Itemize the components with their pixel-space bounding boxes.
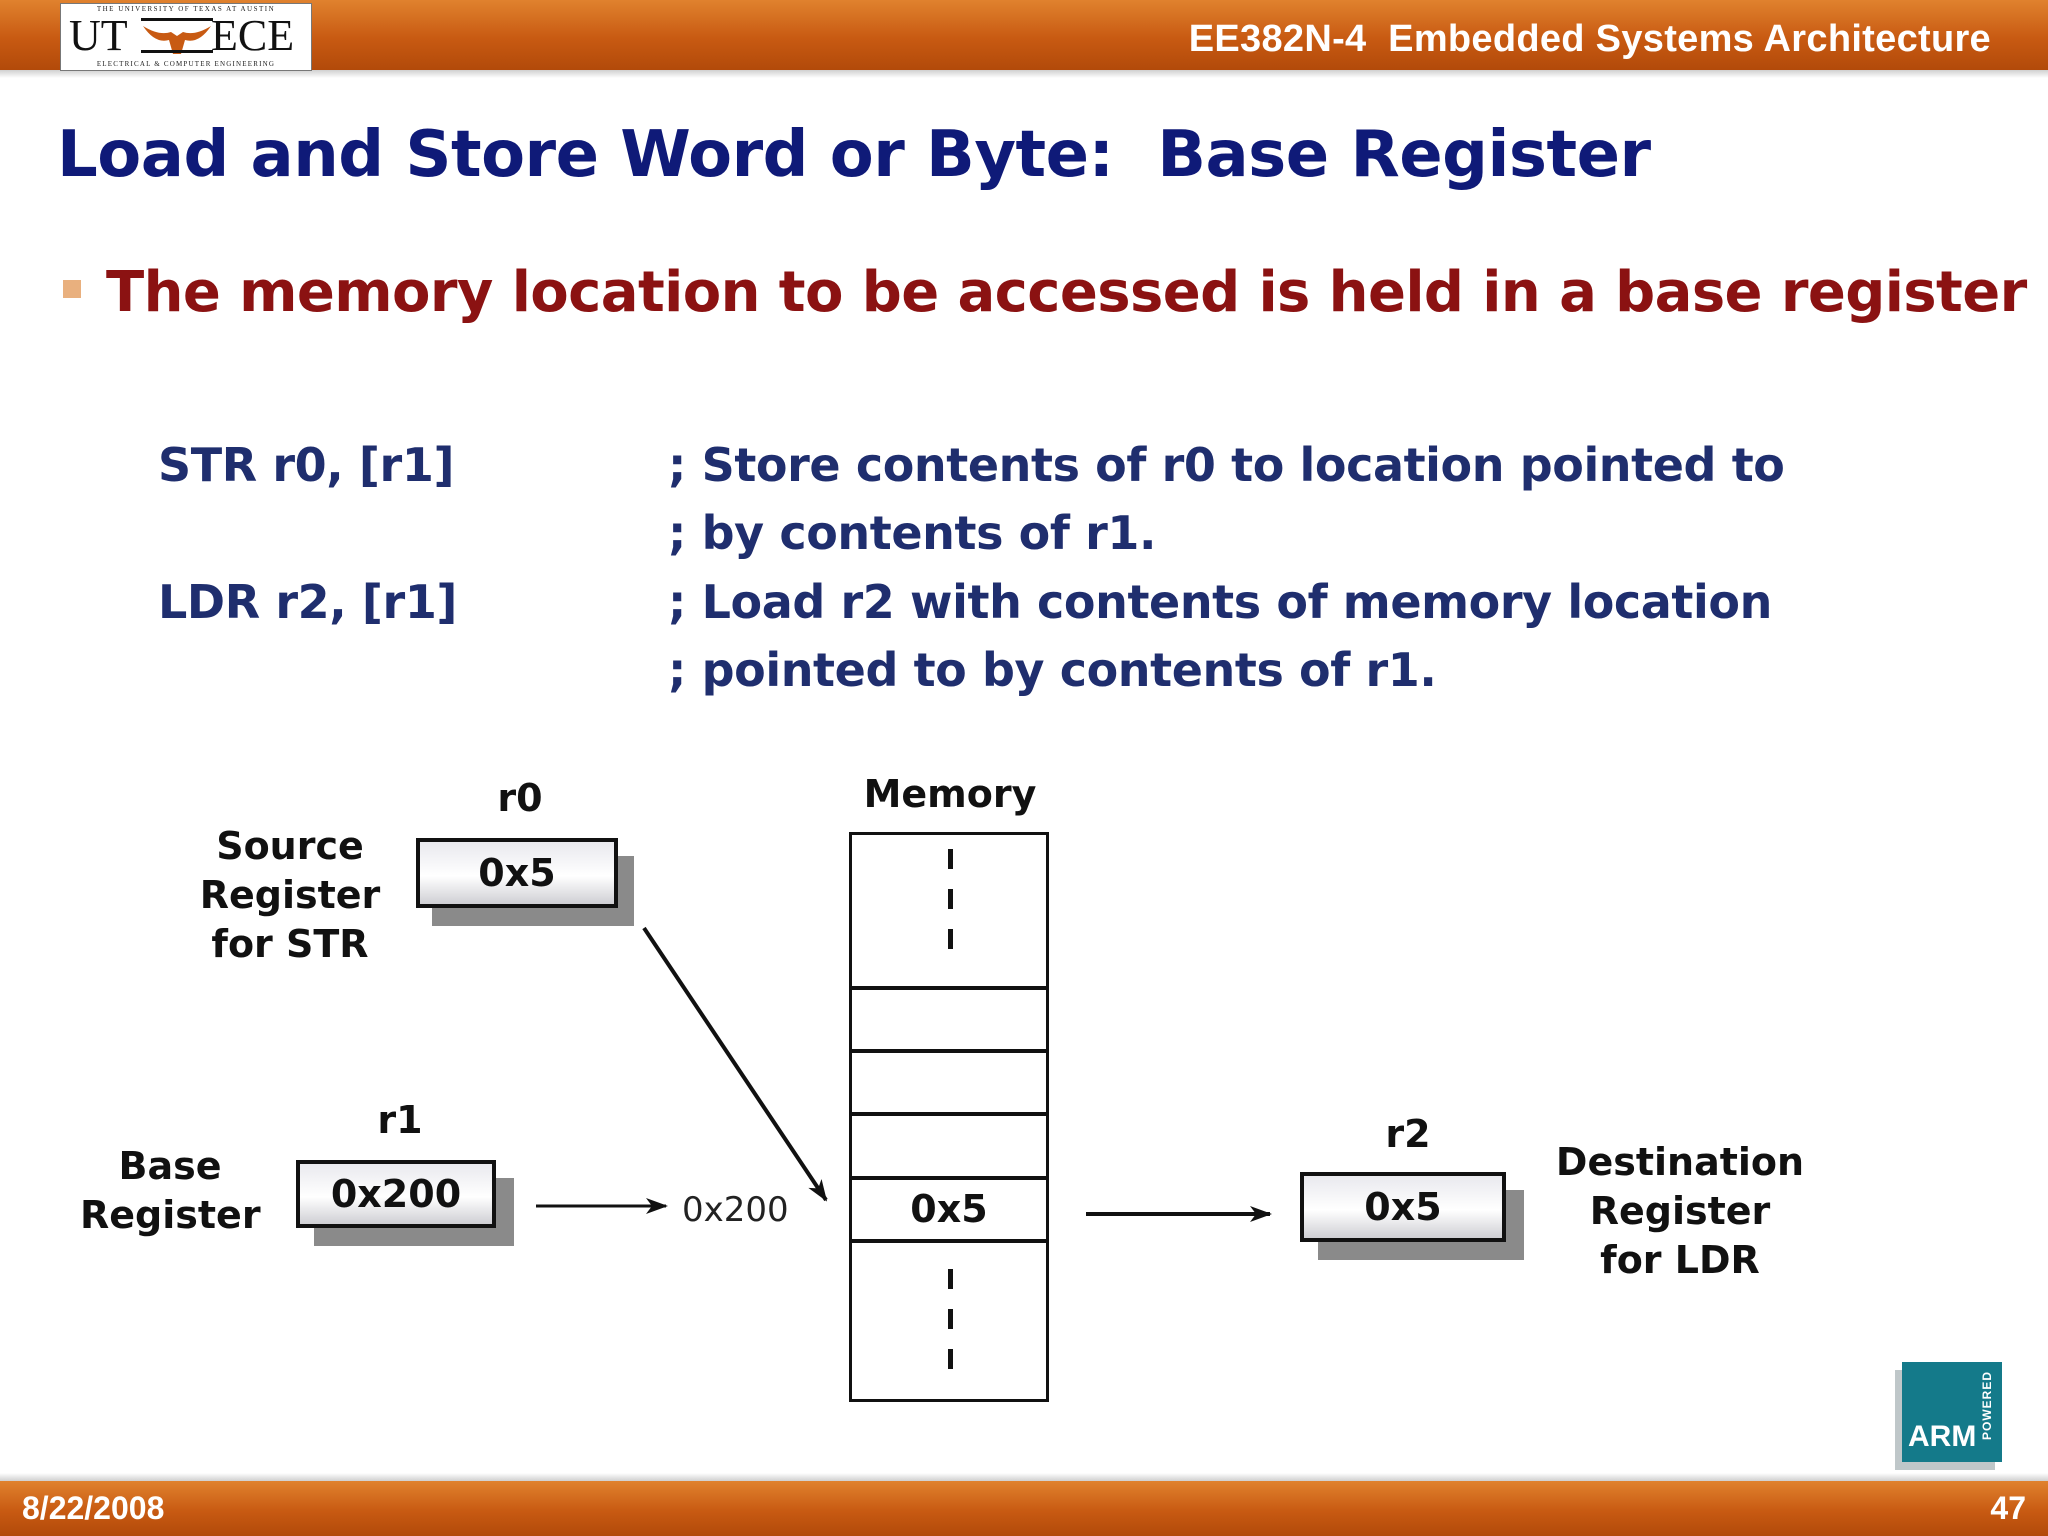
arm-powered-text: POWERED [1980, 1370, 1994, 1440]
r1-description: Base Register [80, 1144, 261, 1237]
memory-dash [948, 1349, 953, 1369]
slide-title: Load and Store Word or Byte: Base Regist… [57, 118, 1651, 192]
memory-dash [948, 889, 953, 909]
course-title: EE382N-4 Embedded Systems Architecture [1188, 18, 1991, 60]
r1-register-box: 0x200 [296, 1160, 496, 1228]
code-comment-ldr-1: ; Load r2 with contents of memory locati… [668, 575, 1772, 629]
footer-bar [0, 1481, 2048, 1536]
memory-divider [852, 1112, 1046, 1116]
r2-description: Destination Register for LDR [1555, 1140, 1805, 1282]
memory-divider [852, 986, 1046, 990]
header-bar [0, 0, 2048, 70]
bullet-text: The memory location to be accessed is he… [106, 260, 2027, 325]
ut-ece-logo: THE UNIVERSITY OF TEXAS AT AUSTIN UT ECE… [60, 3, 312, 71]
logo-ece-text: ECE [211, 11, 295, 60]
longhorn-icon [141, 18, 213, 54]
r1-label: r1 [377, 1098, 423, 1142]
code-instruction-ldr: LDR r2, [r1] [158, 575, 458, 629]
memory-divider [852, 1049, 1046, 1053]
logo-bottom-text: ELECTRICAL & COMPUTER ENGINEERING [96, 60, 276, 68]
logo-top-text: THE UNIVERSITY OF TEXAS AT AUSTIN [96, 5, 276, 13]
footer-shadow [0, 1473, 2048, 1481]
r0-label: r0 [497, 776, 543, 820]
memory-divider [852, 1176, 1046, 1180]
memory-dash [948, 1309, 953, 1329]
memory-title: Memory [863, 772, 1037, 816]
logo-ut-text: UT [69, 11, 128, 60]
memory-divider [852, 1239, 1046, 1243]
footer-date: 8/22/2008 [22, 1490, 165, 1526]
r0-to-memory-arrow [642, 926, 828, 1202]
memory-dash [948, 849, 953, 869]
memory-dash [948, 929, 953, 949]
r0-register-box: 0x5 [416, 838, 618, 908]
memory-column [849, 832, 1049, 1402]
memory-dash [948, 1269, 953, 1289]
header-shadow [0, 70, 2048, 78]
bullet-square-icon [63, 280, 81, 298]
code-comment-str-1: ; Store contents of r0 to location point… [668, 438, 1785, 492]
code-comment-ldr-2: ; pointed to by contents of r1. [668, 643, 1437, 697]
r0-description: Source Register for STR [199, 824, 381, 966]
arm-powered-logo [1902, 1362, 2002, 1462]
r2-register-box: 0x5 [1300, 1172, 1506, 1242]
address-label: 0x200 [682, 1190, 789, 1230]
r2-label: r2 [1385, 1112, 1431, 1156]
memory-cell-value: 0x5 [910, 1187, 988, 1231]
arm-logo-text: ARM [1908, 1420, 1977, 1453]
code-instruction-str: STR r0, [r1] [158, 438, 455, 492]
code-comment-str-2: ; by contents of r1. [668, 506, 1157, 560]
page-number: 47 [1990, 1490, 2026, 1526]
